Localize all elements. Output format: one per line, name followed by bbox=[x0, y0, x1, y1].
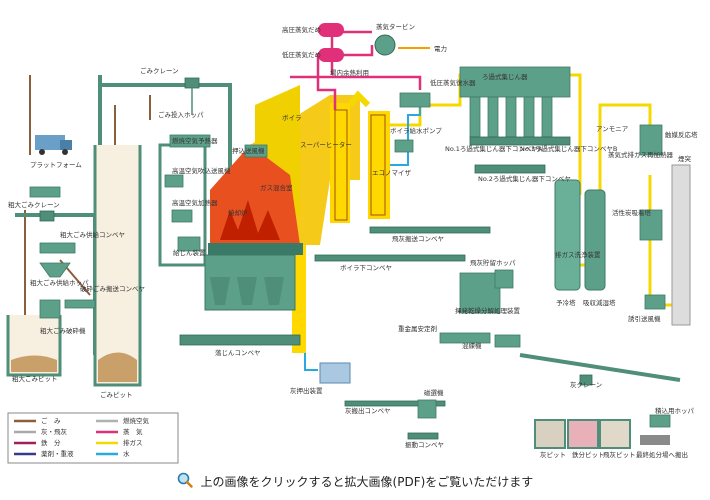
legend-label: 水 bbox=[123, 449, 130, 458]
label-saishu: 最終処分場へ搬出 bbox=[636, 450, 688, 459]
label-hai-crane: 灰クレーン bbox=[570, 380, 602, 389]
label-economizer: エコノマイザ bbox=[372, 169, 412, 177]
label-jukinzoku: 重金属安定剤 bbox=[398, 324, 437, 333]
label-no1a: No.1ろ過式集じん器下コンベヤA bbox=[445, 144, 543, 153]
label-boiler-pump: ボイラ給水ポンプ bbox=[390, 126, 442, 135]
equipment-labels: ごみクレーン ごみ投入ホッパ プラットフォーム 粗大ごみクレーン 粗大ごみ供給コ… bbox=[8, 22, 698, 459]
label-hai-pit: 灰ピット bbox=[540, 450, 566, 459]
caption[interactable]: 上の画像をクリックすると拡大画像(PDF)をご覧いただけます bbox=[0, 472, 710, 491]
boiler-section bbox=[318, 23, 431, 221]
label-hibai-hopper: 飛灰貯留ホッパ bbox=[470, 258, 516, 267]
legend-label: 薬剤・重液 bbox=[41, 449, 74, 458]
label-ro-shujin: ろ過式集じん器 bbox=[482, 72, 528, 81]
label-no1b: No.1ろ過式集じん器下コンベヤB bbox=[520, 144, 617, 153]
label-yuin: 誘引送風機 bbox=[628, 314, 661, 323]
label-shokubai: 触媒反応塔 bbox=[665, 130, 698, 139]
label-rakujin: 落じんコンベヤ bbox=[215, 348, 261, 357]
label-jonai-yonetsu: 場内余熱利用 bbox=[330, 68, 369, 77]
label-shokyakuro: 焼却炉 bbox=[228, 208, 248, 217]
label-shindo: 振動コンベヤ bbox=[405, 440, 444, 449]
bulky-equipment bbox=[29, 186, 96, 319]
label-teiatsu-joki: 低圧蒸気だめ bbox=[282, 50, 321, 59]
label-koatsu-joki: 高圧蒸気だめ bbox=[282, 25, 321, 34]
label-no2: No.2ろ過式集じん器下コンベヤ bbox=[478, 174, 571, 183]
water-flow bbox=[304, 105, 421, 371]
label-hibai-conveyor: 飛灰搬送コンベヤ bbox=[392, 234, 444, 243]
label-sodai-conveyor: 粗大ごみ供給コンベヤ bbox=[60, 230, 125, 239]
label-koatsu-kanetsu: 高温空気加熱器 bbox=[172, 198, 218, 207]
label-oshidashi: 押込送風機 bbox=[232, 146, 265, 155]
label-joki-turbine: 蒸気タービン bbox=[376, 22, 415, 31]
incinerator bbox=[158, 134, 303, 311]
label-gomi-hopper: ごみ投入ホッパ bbox=[158, 110, 204, 119]
label-haihashutsu: 灰搬出コンベヤ bbox=[345, 406, 391, 415]
caption-text: 上の画像をクリックすると拡大画像(PDF)をご覧いただけます bbox=[200, 475, 534, 489]
label-boiler-shita: ボイラ下コンベヤ bbox=[340, 264, 392, 272]
bulky-refuse-pit bbox=[6, 315, 62, 377]
label-entotsu: 煙突 bbox=[678, 154, 692, 163]
label-konrenki: 混練機 bbox=[462, 341, 482, 350]
legend-label: 鉄 分 bbox=[41, 438, 61, 447]
label-gomi-crane: ごみクレーン bbox=[140, 66, 179, 75]
label-ammonia: アンモニア bbox=[596, 125, 629, 133]
label-gomi-pit: ごみピット bbox=[100, 390, 133, 399]
label-haigasu-senjo: 排ガス洗浄装置 bbox=[555, 250, 601, 259]
magnifier-icon bbox=[177, 472, 193, 491]
label-super-heater: スーパーヒーター bbox=[300, 140, 352, 149]
legend-label: 蒸 気 bbox=[123, 427, 143, 436]
label-haigasu-saikanetsu: 蒸気式排ガス再加熱器 bbox=[608, 150, 674, 159]
legend-label: ご み bbox=[41, 416, 61, 425]
label-kyujin: 給じん装置 bbox=[173, 248, 206, 257]
label-ryubun-pit: 鉄分ピット bbox=[572, 450, 605, 459]
label-yokaten: 揮発乾燥分解処理装置 bbox=[455, 306, 521, 315]
label-shikaku: 燃焼空気予熱器 bbox=[172, 136, 218, 145]
bag-filter bbox=[369, 66, 571, 234]
label-yoreito: 予冷塔 bbox=[556, 298, 576, 307]
label-kasseitan: 活性炭吸着塔 bbox=[612, 208, 652, 217]
label-sodai-pit: 粗大ごみピット bbox=[12, 374, 58, 383]
legend-label: 燃焼空気 bbox=[123, 416, 150, 425]
label-denryoku: 電力 bbox=[434, 44, 447, 53]
label-jiryoku: 磁選機 bbox=[424, 388, 444, 397]
label-boiler: ボイラ bbox=[282, 114, 302, 122]
label-platform: プラットフォーム bbox=[30, 161, 82, 169]
gas-treatment-towers bbox=[554, 124, 691, 326]
label-tsumikomi: 積込用ホッパ bbox=[655, 406, 695, 415]
refuse-pit bbox=[93, 145, 142, 387]
label-sodai-hasai: 粗大ごみ破砕機 bbox=[40, 326, 86, 335]
label-gas-kongo: ガス混合室 bbox=[260, 183, 293, 192]
label-kyushu-ekito: 吸収減湿塔 bbox=[583, 298, 616, 307]
legend-label: 灰・飛灰 bbox=[41, 427, 68, 436]
label-teiatsu-fukusui: 低圧蒸気復水器 bbox=[430, 78, 476, 87]
label-sodai-crane: 粗大ごみクレーン bbox=[8, 200, 60, 209]
legend-label: 排ガス bbox=[123, 438, 143, 447]
ash-handling bbox=[179, 254, 681, 449]
label-haidashi: 灰押出装置 bbox=[290, 386, 323, 395]
label-hasai-conveyor: 破砕ごみ搬送コンベヤ bbox=[80, 284, 145, 293]
label-koatsu-kuki: 高温空気吹込送風機 bbox=[172, 166, 231, 175]
label-sodai-hopper: 粗大ごみ供給ホッパ bbox=[30, 278, 89, 287]
label-hibai-pit: 飛灰ピット bbox=[603, 450, 636, 459]
platform-truck bbox=[35, 135, 72, 155]
